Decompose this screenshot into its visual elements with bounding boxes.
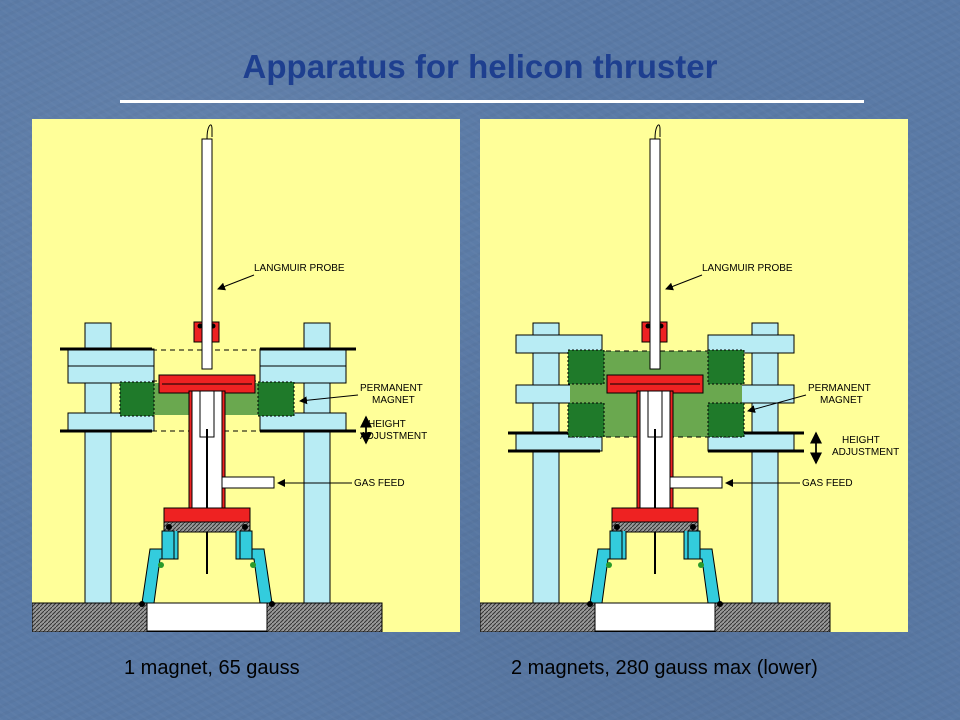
label-langmuir-probe: LANGMUIR PROBE [254,263,345,274]
permanent-magnet-upper-left [567,349,605,385]
caption-one-magnet: 1 magnet, 65 gauss [124,657,300,679]
gas-feed-tube [669,476,723,489]
base-plate [611,507,699,523]
base-plate [163,507,251,523]
permanent-magnet-left [119,381,155,417]
label-height-2: ADJUSTMENT [832,447,899,458]
permanent-magnet-upper-right [707,349,745,385]
label-height-1: HEIGHT [842,435,880,446]
label-gas-feed: GAS FEED [354,478,405,489]
caption-two-magnets: 2 magnets, 280 gauss max (lower) [511,657,818,679]
label-permanent-magnet-1: PERMANENT [808,383,871,394]
apparatus-diagram-one-magnet: LANGMUIR PROBE PERMANENT MAGNET HEIGHT A… [32,124,427,632]
frame-leg-left [532,322,560,604]
label-langmuir-probe: LANGMUIR PROBE [702,263,793,274]
label-height-1: HEIGHT [368,419,406,430]
apparatus-diagram-two-magnets: LANGMUIR PROBE PERMANENT MAGNET HEIGHT A… [480,124,899,632]
permanent-magnet-lower-left [567,402,605,438]
label-height-2: ADJUSTMENT [360,431,427,442]
gas-feed-tube [221,476,275,489]
permanent-magnet-right [257,381,295,417]
diagram-panel-two-magnets: LANGMUIR PROBE PERMANENT MAGNET HEIGHT A… [480,119,908,632]
floor-block [146,602,268,632]
diagram-panel-one-magnet: LANGMUIR PROBE PERMANENT MAGNET HEIGHT A… [32,119,460,632]
label-permanent-magnet-2: MAGNET [820,395,863,406]
label-permanent-magnet-1: PERMANENT [360,383,423,394]
title-underline [120,100,864,103]
label-permanent-magnet-2: MAGNET [372,395,415,406]
permanent-magnet-lower-right [707,402,745,438]
slide-title: Apparatus for helicon thruster [242,48,718,85]
frame-leg-right [751,322,779,604]
floor-block [594,602,716,632]
label-gas-feed: GAS FEED [802,478,853,489]
langmuir-probe [201,138,213,370]
langmuir-probe [649,138,661,370]
